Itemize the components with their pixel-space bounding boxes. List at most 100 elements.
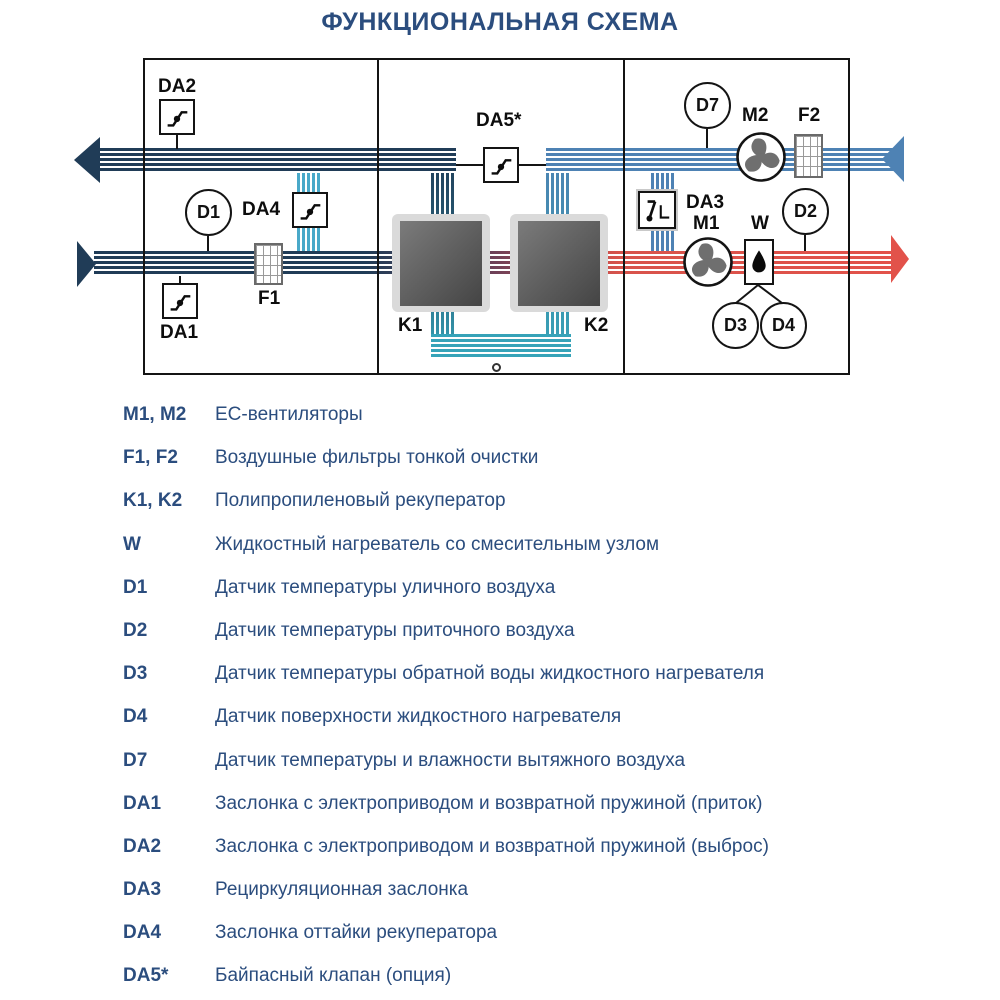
legend-desc: Заслонка оттайки рекуператора xyxy=(215,922,498,944)
f2-label: F2 xyxy=(798,105,821,126)
actuator-icon xyxy=(170,295,191,311)
sensor-d4-label: D4 xyxy=(771,315,795,335)
filter-f2 xyxy=(794,134,823,178)
da1-stem xyxy=(179,276,181,284)
intake-in-arrow xyxy=(77,241,96,287)
legend-row: DA5* Байпасный клапан (опция) xyxy=(123,965,769,987)
m2-label: M2 xyxy=(742,105,769,126)
recuperator-k2-block xyxy=(510,214,608,312)
legend-key: D2 xyxy=(123,619,148,641)
w-label: W xyxy=(751,213,769,234)
sensor-d7: D7 xyxy=(684,82,731,129)
actuator-icon xyxy=(300,204,321,220)
d7-stem xyxy=(706,129,708,148)
filter-f1 xyxy=(254,243,283,285)
legend-key: D4 xyxy=(123,706,148,728)
sensor-d3-label: D3 xyxy=(723,315,747,335)
legend-row: DA3 Рециркуляционная заслонка xyxy=(123,879,769,901)
legend-row: DA2 Заслонка с электроприводом и возвратн… xyxy=(123,836,769,858)
sensor-d3: D3 xyxy=(712,302,759,349)
da3-label: DA3 xyxy=(686,192,725,213)
legend-key: F1, F2 xyxy=(123,447,178,469)
legend-desc: Заслонка с электроприводом и возвратной … xyxy=(215,835,769,857)
da1-label: DA1 xyxy=(160,322,199,343)
f1-label: F1 xyxy=(258,288,281,309)
sensor-d2: D2 xyxy=(782,188,829,235)
legend-row: D3 Датчик температуры обратной воды жидко… xyxy=(123,663,769,685)
k2-label: K2 xyxy=(584,315,609,336)
da2-damper xyxy=(159,99,195,135)
recuperator-core xyxy=(518,221,600,306)
recirculation-damper-icon xyxy=(646,200,670,222)
water-drop-icon xyxy=(752,250,766,273)
actuator-icon xyxy=(167,111,188,127)
recuperator-core xyxy=(400,221,482,306)
da1-damper xyxy=(162,283,198,319)
exhaust-out-arrow xyxy=(74,137,100,183)
drain-port xyxy=(492,363,501,372)
legend-key: K1, K2 xyxy=(123,490,183,512)
da2-label: DA2 xyxy=(158,76,197,97)
legend: M1, M2 EC-вентиляторы F1, F2 Воздушные фил… xyxy=(123,404,769,987)
actuator-icon xyxy=(491,159,512,175)
sensor-d4: D4 xyxy=(760,302,807,349)
legend-key: DA2 xyxy=(123,835,162,857)
da2-stem xyxy=(176,135,178,149)
da5-bypass-valve xyxy=(483,147,519,183)
legend-row: M1, M2 EC-вентиляторы xyxy=(123,404,769,426)
legend-row: K1, K2 Полипропиленовый рекуператор xyxy=(123,490,769,512)
supply-out-arrow xyxy=(891,235,909,283)
page-title: ФУНКЦИОНАЛЬНАЯ СХЕМА xyxy=(321,8,679,36)
exhaust-duct xyxy=(94,148,456,173)
legend-desc: Датчик температуры и влажности вытяжного… xyxy=(215,749,686,771)
da3-recirculation-damper xyxy=(638,191,676,229)
legend-key: M1, M2 xyxy=(123,404,187,425)
legend-row: DA1 Заслонка с электроприводом и возвратн… xyxy=(123,793,769,815)
sensor-d7-label: D7 xyxy=(695,95,719,115)
legend-key: DA4 xyxy=(123,922,162,944)
legend-desc: Рециркуляционная заслонка xyxy=(215,879,469,901)
legend-desc: EC-вентиляторы xyxy=(215,404,363,425)
legend-key: DA1 xyxy=(123,792,162,814)
legend-desc: Байпасный клапан (опция) xyxy=(215,965,452,987)
section-divider-left xyxy=(377,58,379,375)
legend-desc: Полипропиленовый рекуператор xyxy=(215,490,506,512)
k1-label: K1 xyxy=(398,315,423,336)
recuperator-u-duct xyxy=(431,334,571,358)
legend-desc: Воздушные фильтры тонкой очистки xyxy=(215,447,539,469)
water-heater-w xyxy=(744,239,774,285)
legend-key: D1 xyxy=(123,576,148,598)
legend-row: W Жидкостный нагреватель со смесительным … xyxy=(123,534,769,556)
sensor-d1-label: D1 xyxy=(196,202,220,222)
m1-label: M1 xyxy=(693,213,720,234)
recuperator-k1-block xyxy=(392,214,490,312)
da5-bypass-line-right xyxy=(519,164,546,166)
legend-key: D3 xyxy=(123,663,148,685)
section-divider-right xyxy=(623,58,625,375)
da4-damper xyxy=(292,192,328,228)
legend-row: DA4 Заслонка оттайки рекуператора xyxy=(123,922,769,944)
fan-m2-icon xyxy=(736,132,786,182)
sensor-d2-label: D2 xyxy=(793,201,817,221)
legend-key: DA5* xyxy=(123,965,169,987)
legend-desc: Датчик температуры обратной воды жидкост… xyxy=(215,663,765,685)
sensor-d1: D1 xyxy=(185,189,232,236)
legend-desc: Жидкостный нагреватель со смесительным у… xyxy=(215,533,660,555)
d2-stem xyxy=(804,235,806,251)
extract-in-arrow xyxy=(882,136,904,182)
da5-bypass-line-left xyxy=(456,164,483,166)
legend-key: W xyxy=(123,533,141,555)
legend-row: D4 Датчик поверхности жидкостного нагрева… xyxy=(123,706,769,728)
legend-desc: Датчик поверхности жидкостного нагревате… xyxy=(215,706,622,728)
fan-m1-icon xyxy=(683,237,733,287)
extract-duct xyxy=(546,148,898,173)
da5-label: DA5* xyxy=(476,110,522,131)
legend-key: DA3 xyxy=(123,879,162,901)
legend-row: F1, F2 Воздушные фильтры тонкой очистки xyxy=(123,447,769,469)
legend-desc: Заслонка с электроприводом и возвратной … xyxy=(215,792,763,814)
d1-stem xyxy=(207,236,209,251)
